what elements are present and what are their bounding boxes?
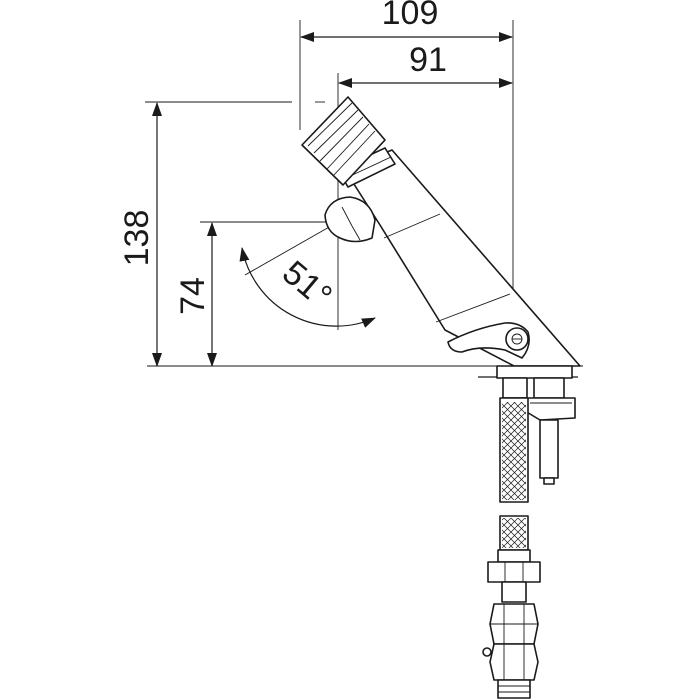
dimension-91-label: 91 <box>409 41 447 79</box>
dimension-109: 109 <box>299 0 514 375</box>
hose-fitting <box>482 549 541 699</box>
dimension-74: 74 <box>174 221 338 367</box>
dimension-138: 138 <box>118 101 325 367</box>
supply-hose-lower <box>499 515 529 551</box>
dimension-74-label: 74 <box>174 277 212 315</box>
angle-51-label: 51° <box>275 253 339 315</box>
dimension-109-label: 109 <box>382 0 439 32</box>
supply-hose-upper <box>499 397 529 503</box>
faucet-body <box>301 96 581 367</box>
dimension-138-label: 138 <box>118 210 156 267</box>
